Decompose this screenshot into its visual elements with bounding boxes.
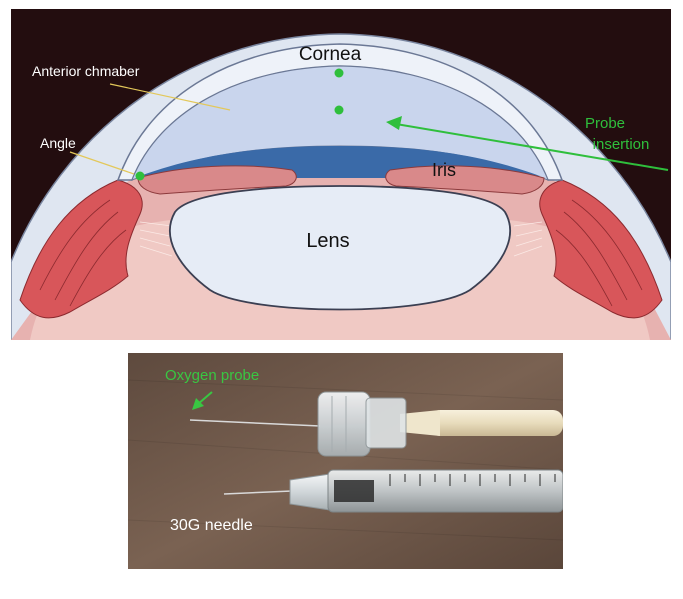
marker-angle (135, 171, 145, 181)
label-probe: Probe (585, 115, 625, 132)
ciliary-texture (39, 199, 643, 307)
lens (169, 185, 511, 311)
oxygen-probe-device (189, 391, 563, 457)
needle-shaft (223, 490, 293, 495)
probe-photo: Oxygen probe 30G needle (128, 353, 563, 569)
photo-background (128, 353, 563, 569)
syringe-device (223, 469, 563, 513)
marker-center (334, 105, 344, 115)
label-insertion: insertion (593, 136, 650, 153)
marker-upper (334, 68, 344, 78)
zonules (139, 221, 543, 257)
iris-right (385, 165, 545, 195)
label-30g-needle: 30G needle (170, 517, 253, 534)
label-angle: Angle (40, 135, 76, 151)
probe-insertion-arrow (386, 116, 669, 171)
syringe-barrel (327, 469, 563, 513)
probe-tube (430, 410, 563, 436)
oxygen-probe-arrow (192, 391, 213, 410)
ciliary-body-left (19, 179, 143, 319)
probe-fiber (189, 419, 321, 427)
label-anterior-chamber: Anterior chmaber (32, 63, 140, 79)
label-cornea: Cornea (299, 44, 362, 65)
ciliary-body-right (539, 179, 663, 319)
needle-hub (289, 473, 331, 511)
probe-connector (317, 391, 371, 457)
angle-leader (69, 151, 135, 175)
anterior-chamber-leader (109, 83, 231, 111)
iris-left (137, 165, 297, 195)
eye-diagram: Cornea Anterior chmaber Angle Iris Lens … (11, 9, 671, 340)
label-oxygen-probe: Oxygen probe (165, 367, 259, 384)
label-iris: Iris (432, 160, 456, 180)
label-lens: Lens (306, 230, 349, 252)
